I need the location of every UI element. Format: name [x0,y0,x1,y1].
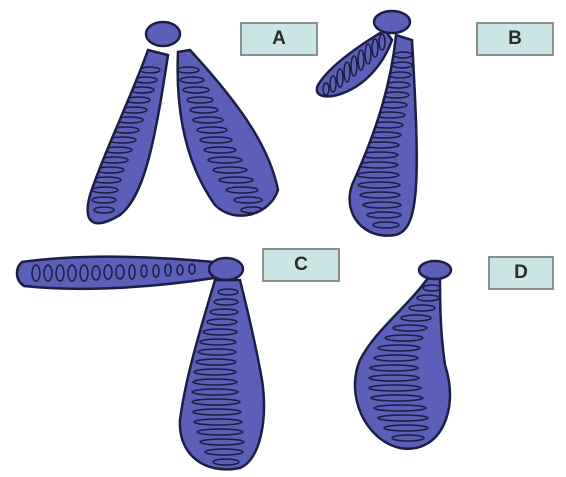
label-d: D [488,256,554,290]
centromere-a [146,22,180,46]
label-c: C [262,248,340,282]
centromere-c [209,258,243,280]
label-b: B [476,22,554,56]
chromosome-b [317,11,417,236]
label-a: A [240,22,318,56]
chromosome-c [17,257,264,470]
centromere-b [374,11,410,33]
centromere-d [419,261,451,279]
chromosome-d [355,261,451,449]
